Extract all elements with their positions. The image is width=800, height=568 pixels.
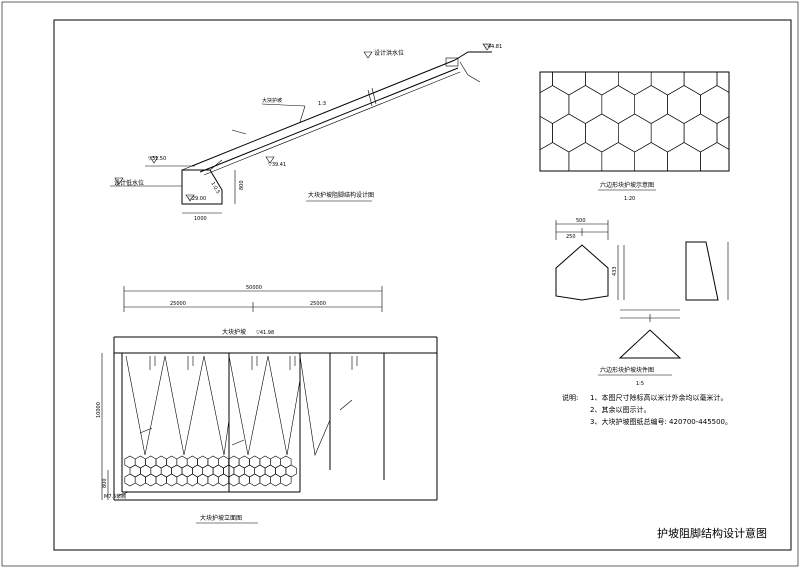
section-dim-height: 800 [239, 180, 245, 190]
notes-item-1: 1、本图尺寸除标高以米计外余均以毫米计。 [590, 393, 727, 402]
hex-block [280, 473, 292, 487]
hex-cell [667, 170, 669, 171]
hex-cell [585, 113, 619, 153]
block-dim-h: 433 [612, 266, 618, 276]
hex-cell [634, 142, 668, 171]
hex-cell [717, 171, 750, 209]
hex-cell [650, 72, 685, 96]
hex-block [176, 473, 188, 487]
elev-title: 大块护坡立面图 [200, 514, 242, 522]
block-scale: 1:5 [636, 381, 644, 387]
hex-cell [568, 85, 603, 124]
hex-block [238, 473, 250, 487]
hex-cell [568, 170, 570, 171]
hex-cell [716, 116, 729, 150]
plan-title: 六边形块护坡示意图 [600, 181, 654, 189]
hex-cell [601, 142, 636, 171]
elev-dim-total: 50000 [246, 285, 262, 291]
block-dim-a: 500 [576, 218, 586, 224]
elev-dim-height: 10000 [96, 402, 102, 418]
hex-cell [667, 142, 701, 171]
hex-block [197, 473, 209, 487]
section-water-level-1: 设计洪水位 [374, 49, 404, 57]
elevation-view: 大块护坡 ▽41.98 50000 25000 25000 10000 800 … [96, 285, 438, 524]
hex-cell [617, 113, 652, 153]
elev-dim-small: 800 [102, 478, 108, 488]
section-elev-mid: ▽39.41 [268, 162, 286, 168]
hex-block [259, 473, 271, 487]
section-dim-width: 1000 [194, 216, 207, 222]
hex-cell [667, 85, 701, 124]
hex-block [166, 473, 178, 487]
notes-item-3: 3、大块护坡图纸总编号: 420700-445500。 [590, 417, 732, 426]
hex-cell [552, 72, 586, 96]
hex-cell [601, 85, 636, 124]
section-slope-ratio: 1:3 [318, 101, 326, 107]
hex-cell [552, 113, 586, 153]
notes: 说明: 1、本图尺寸除标高以米计外余均以毫米计。 2、其余以图示计。 3、大块护… [562, 393, 732, 426]
notes-title: 说明: [562, 393, 578, 402]
elev-base-label: M7.5浆砌 [104, 493, 126, 500]
elev-top-elev: ▽41.98 [256, 330, 274, 336]
hex-cell [617, 72, 652, 96]
hex-cell [699, 170, 702, 171]
hex-cell [700, 142, 729, 171]
hex-cell [520, 171, 553, 209]
hex-block [134, 473, 146, 487]
hex-cell [750, 171, 783, 209]
sheet-title: 护坡阻脚结构设计意图 [657, 526, 767, 540]
hex-cell [540, 85, 570, 124]
hex-block [124, 473, 136, 487]
hex-block [155, 473, 167, 487]
hex-cell [585, 72, 619, 96]
hex-cell [716, 72, 729, 93]
section-layer-label: 大块护坡 [262, 97, 282, 104]
hex-cell [634, 85, 668, 124]
hex-block [218, 473, 229, 487]
hex-cell [766, 143, 799, 181]
hex-block [228, 473, 240, 487]
section-elev-left: ▽31.50 [148, 156, 166, 162]
plan-scale: 1:20 [624, 196, 635, 202]
block-dim-b: 250 [566, 234, 576, 240]
section-slope-ratio-small: 1:0.5 [209, 181, 221, 195]
section-elev-top: ▽44.81 [484, 44, 502, 50]
section-view: 设计洪水位 ▽44.81 ▽39.41 ▽31.50 设计低水位 ▽29.00 … [110, 43, 502, 222]
hex-cell [568, 142, 603, 171]
hex-block [249, 473, 261, 487]
hex-cell [750, 114, 783, 152]
hex-block [145, 473, 157, 487]
elev-top-label: 大块护坡 [222, 328, 246, 336]
block-details: 500 250 433 六边形块护坡块件图 1:5 [555, 218, 729, 387]
hex-block [207, 473, 219, 487]
elev-dim-part2: 25000 [310, 301, 326, 307]
hex-cell [650, 113, 685, 153]
section-water-level-2: 设计低水位 [114, 179, 144, 187]
hex-block [186, 473, 198, 487]
hex-cell [540, 72, 553, 94]
hex-cell [540, 142, 570, 171]
hex-cell [734, 143, 767, 181]
elev-dim-part1: 25000 [170, 301, 186, 307]
hex-cell [750, 57, 783, 95]
notes-item-2: 2、其余以图示计。 [590, 405, 650, 414]
hex-cell [734, 86, 767, 124]
hex-cell [683, 113, 718, 153]
section-elev-bottom: ▽29.00 [188, 196, 206, 202]
hex-cell [766, 86, 799, 124]
inner-frame [53, 19, 792, 551]
section-title: 大块护坡阻脚结构设计图 [308, 191, 374, 199]
hex-cell [540, 115, 553, 151]
plan-view: 六边形块护坡示意图 1:20 [520, 57, 799, 209]
hex-block [269, 473, 282, 487]
hex-cell [683, 72, 718, 96]
block-title: 六边形块护坡块件图 [600, 366, 654, 374]
